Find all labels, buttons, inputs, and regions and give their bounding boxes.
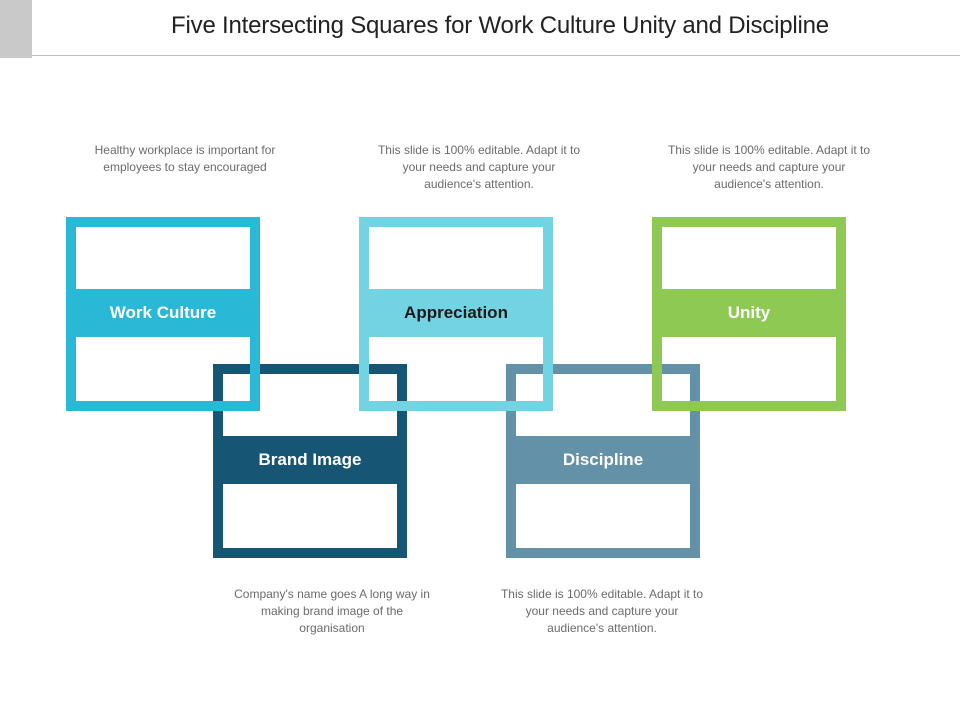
unity-label: Unity — [727, 303, 771, 322]
appreciation-band: Appreciation — [359, 289, 553, 337]
corner-tab — [0, 0, 32, 58]
appreciation-description: This slide is 100% editable. Adapt it to… — [377, 143, 581, 191]
appreciation-label: Appreciation — [404, 303, 508, 322]
work-culture-label: Work Culture — [109, 303, 217, 322]
discipline-label: Discipline — [562, 450, 644, 469]
unity-band: Unity — [652, 289, 846, 337]
title-divider — [32, 55, 960, 56]
work-culture-description: Healthy workplace is important for emplo… — [94, 143, 276, 174]
brand-image-band: Brand Image — [213, 436, 407, 484]
discipline-description: This slide is 100% editable. Adapt it to… — [500, 587, 704, 635]
brand-image-description: Company's name goes A long way in making… — [234, 587, 430, 635]
discipline-band: Discipline — [506, 436, 700, 484]
slide-title: Five Intersecting Squares for Work Cultu… — [171, 12, 829, 39]
unity-description: This slide is 100% editable. Adapt it to… — [667, 143, 871, 191]
brand-image-label: Brand Image — [258, 450, 362, 469]
work-culture-band: Work Culture — [66, 289, 260, 337]
